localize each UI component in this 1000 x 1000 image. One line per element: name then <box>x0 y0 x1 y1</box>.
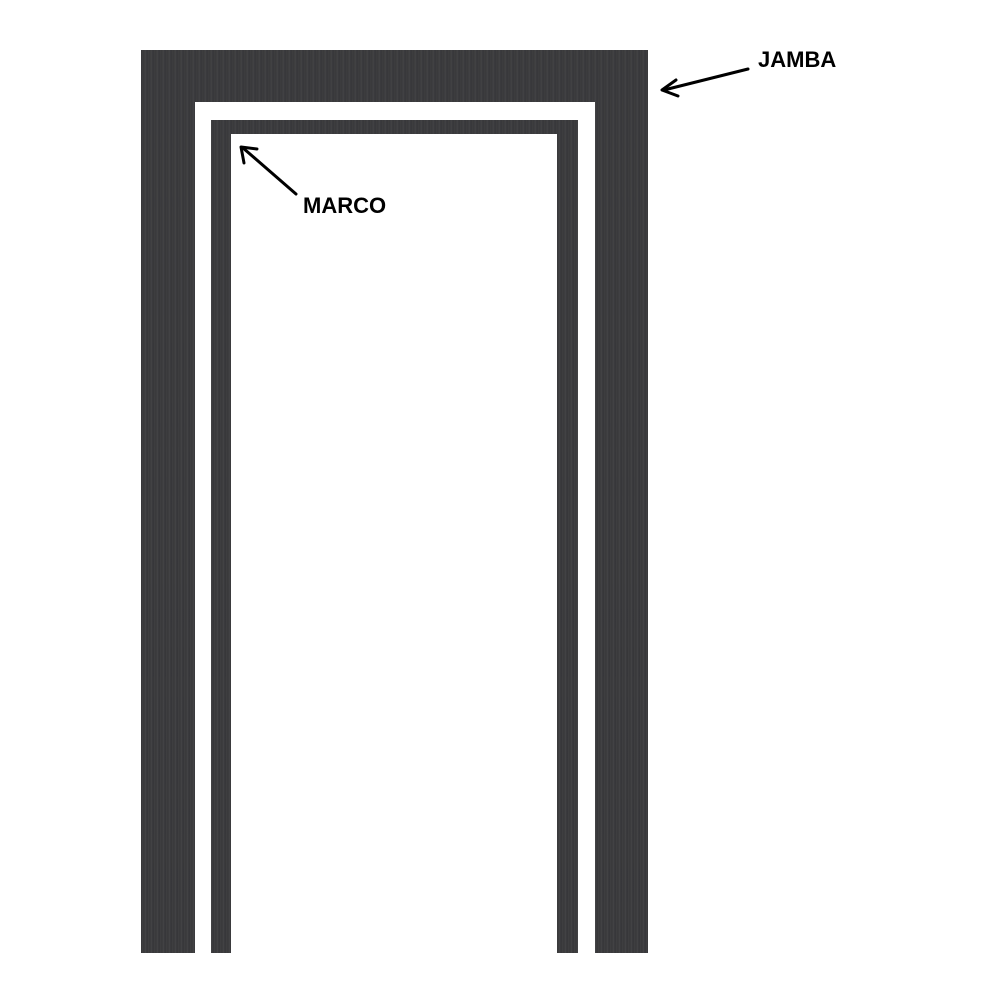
marco-frame <box>211 120 578 953</box>
jamba-casing <box>141 50 648 953</box>
marco-arrowhead <box>239 145 259 165</box>
marco-label: MARCO <box>303 193 387 218</box>
marco-arrow <box>241 146 298 196</box>
jamba-arrowhead <box>660 78 680 98</box>
jamba-label: JAMBA <box>758 47 837 72</box>
jamba-arrow <box>662 67 750 92</box>
